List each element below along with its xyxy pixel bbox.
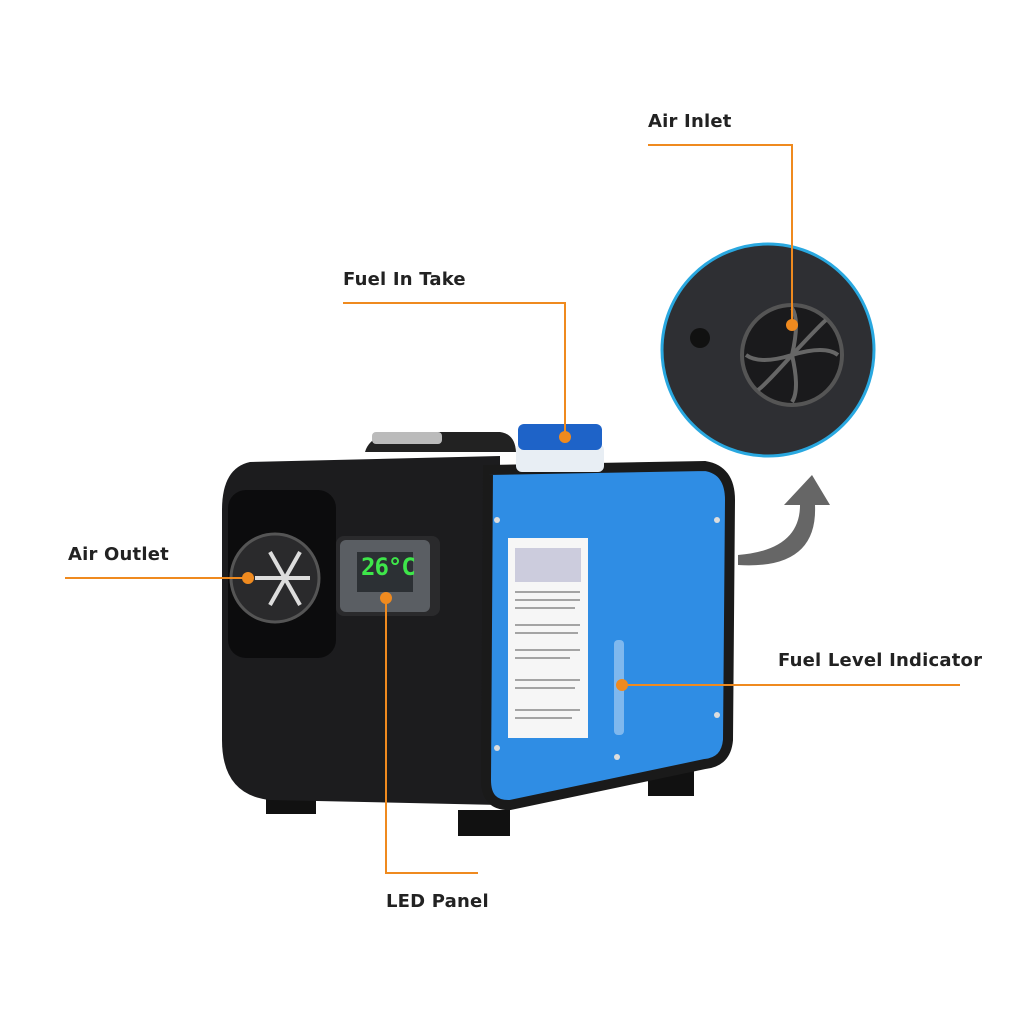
sticker-text — [515, 591, 580, 719]
callout-lines — [65, 144, 960, 874]
temperature-display: 26°C — [361, 553, 416, 581]
led-screen — [357, 552, 413, 592]
callout-air-inlet: Air Inlet — [648, 111, 732, 132]
outlet-grille — [255, 551, 310, 606]
foot — [458, 810, 510, 836]
tank-neck — [516, 444, 604, 472]
callout-fuel-level: Fuel Level Indicator — [778, 650, 983, 671]
curved-arrow-icon — [738, 475, 830, 566]
callout-fuel-intake: Fuel In Take — [343, 269, 466, 290]
handle-plate — [372, 432, 442, 444]
callout-air-outlet: Air Outlet — [68, 544, 169, 565]
callout-dots — [242, 319, 798, 691]
sticker-graphic — [515, 548, 581, 582]
inlet-knob — [690, 328, 710, 348]
callout-led-panel: LED Panel — [386, 891, 489, 912]
inlet-grille — [744, 306, 840, 404]
screws — [494, 517, 720, 760]
